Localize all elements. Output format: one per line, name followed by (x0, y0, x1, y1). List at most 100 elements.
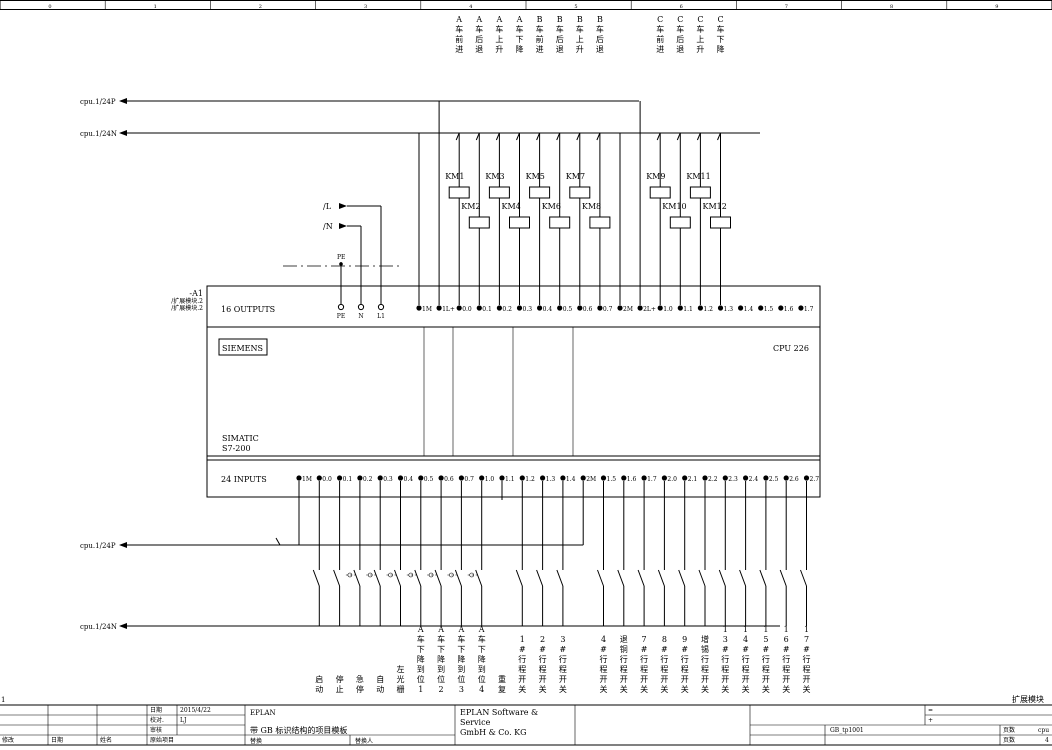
svg-text:2: 2 (439, 685, 444, 694)
input-terminal (783, 475, 789, 481)
svg-text:前: 前 (536, 34, 544, 44)
svg-text:#: # (539, 645, 546, 654)
contactor-coil (569, 186, 591, 199)
input-terminal (682, 475, 688, 481)
input-terminal (743, 475, 749, 481)
input-terminal (296, 475, 302, 481)
svg-text:程: 程 (681, 665, 689, 674)
contactor-coil (529, 186, 551, 199)
svg-text:C: C (717, 15, 723, 24)
svg-text:进: 进 (536, 45, 544, 54)
svg-text:关: 关 (600, 684, 608, 694)
svg-text:3: 3 (723, 635, 728, 644)
input-terminal (560, 475, 566, 481)
input-terminal-label: 0.6 (444, 476, 454, 483)
supply-rails: cpu.1/24P cpu.1/24N cpu.1/24P cpu.1/24N (80, 98, 780, 631)
input-terminal-label: 1.7 (647, 476, 657, 483)
svg-text:车: 车 (717, 24, 725, 34)
svg-text:复: 复 (498, 684, 506, 694)
power-terminal-label: N (358, 313, 363, 320)
svg-text:8: 8 (662, 635, 667, 644)
svg-text:4: 4 (743, 635, 748, 644)
svg-text:#: # (600, 645, 607, 654)
output-terminal (657, 305, 663, 311)
svg-text:程: 程 (620, 665, 628, 674)
svg-text:#: # (742, 645, 749, 654)
power-terminal (377, 303, 385, 311)
svg-text:后: 后 (676, 34, 684, 44)
svg-text:退: 退 (475, 45, 483, 54)
svg-text:#: # (661, 645, 668, 654)
svg-text:锡: 锡 (701, 645, 709, 654)
column-number: 7 (785, 4, 788, 10)
output-terminal-label: 1.3 (724, 306, 734, 313)
svg-text:关: 关 (782, 684, 790, 694)
svg-text:程: 程 (660, 665, 668, 674)
svg-text:升: 升 (576, 45, 584, 54)
input-terminal (722, 475, 728, 481)
svg-text:C: C (697, 15, 703, 24)
phase-n-label: /N (323, 222, 333, 231)
input-terminal (661, 475, 668, 481)
input-terminal-label: 1.2 (525, 476, 535, 483)
svg-text:位: 位 (417, 674, 425, 684)
svg-text:车: 车 (437, 634, 445, 644)
svg-text:7: 7 (642, 635, 647, 644)
column-number: 4 (469, 4, 472, 10)
svg-text:#: # (722, 645, 729, 654)
rev-name-label: 姓名 (100, 736, 112, 744)
svg-text:行: 行 (681, 654, 689, 664)
svg-text:行: 行 (762, 654, 770, 664)
svg-text:到: 到 (457, 665, 465, 674)
input-terminal (641, 475, 647, 481)
svg-text:A: A (516, 15, 523, 24)
input-terminal-label: 1.0 (485, 476, 495, 483)
module-ref-1: /扩展模块.2 (171, 297, 203, 305)
svg-text:7: 7 (804, 635, 809, 644)
input-terminal-label: 2.7 (810, 476, 820, 483)
input-terminal (479, 475, 485, 481)
svg-text:C: C (677, 15, 683, 24)
input-terminal-label: 1.3 (546, 476, 556, 483)
svg-text:关: 关 (701, 684, 709, 694)
svg-text:动: 动 (315, 684, 323, 694)
svg-text:关: 关 (681, 684, 689, 694)
svg-text:A: A (417, 625, 424, 634)
output-terminal (496, 305, 502, 311)
input-terminal-label: 0.5 (424, 476, 434, 483)
svg-text:#: # (641, 645, 648, 654)
pe-label: PE (337, 254, 345, 261)
svg-text:上: 上 (495, 35, 503, 44)
svg-text:降: 降 (717, 44, 725, 54)
brand-label: SIEMENS (222, 344, 263, 353)
svg-text:下: 下 (417, 645, 425, 654)
input-terminal-label: 0.3 (383, 476, 393, 483)
svg-text:车: 车 (516, 24, 524, 34)
power-feed: /L /N PE (283, 202, 400, 304)
svg-text:位: 位 (437, 674, 445, 684)
svg-text:A: A (437, 625, 444, 634)
svg-text:程: 程 (539, 665, 547, 674)
svg-text:开: 开 (782, 675, 790, 684)
input-function-label: 自动 (376, 674, 384, 694)
output-function-labels: A车前进A车后退A车上升A车下降B车前进B车后退B车上升B车后退C车前进C车后退… (455, 15, 724, 54)
svg-text:行: 行 (803, 654, 811, 664)
svg-text:C: C (657, 15, 663, 24)
svg-text:进: 进 (656, 45, 664, 54)
output-terminal (577, 305, 583, 311)
svg-text:车: 车 (475, 24, 483, 34)
svg-text:降: 降 (516, 44, 524, 54)
svg-text:车: 车 (536, 24, 544, 34)
